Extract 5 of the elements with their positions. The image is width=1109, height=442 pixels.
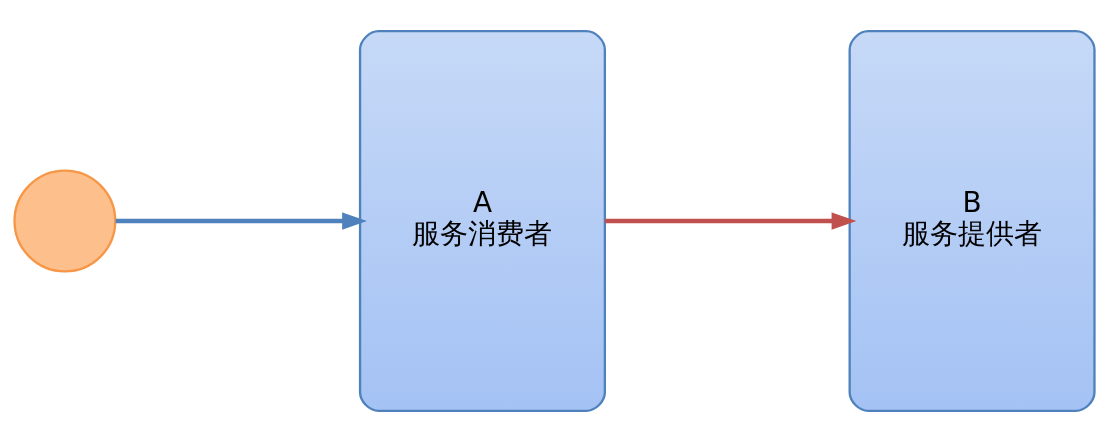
node-box: A 服务消费者 bbox=[358, 30, 606, 412]
node-circle bbox=[13, 169, 117, 273]
arrow bbox=[604, 212, 857, 230]
node-box: B 服务提供者 bbox=[848, 30, 1096, 412]
arrow bbox=[115, 212, 367, 230]
